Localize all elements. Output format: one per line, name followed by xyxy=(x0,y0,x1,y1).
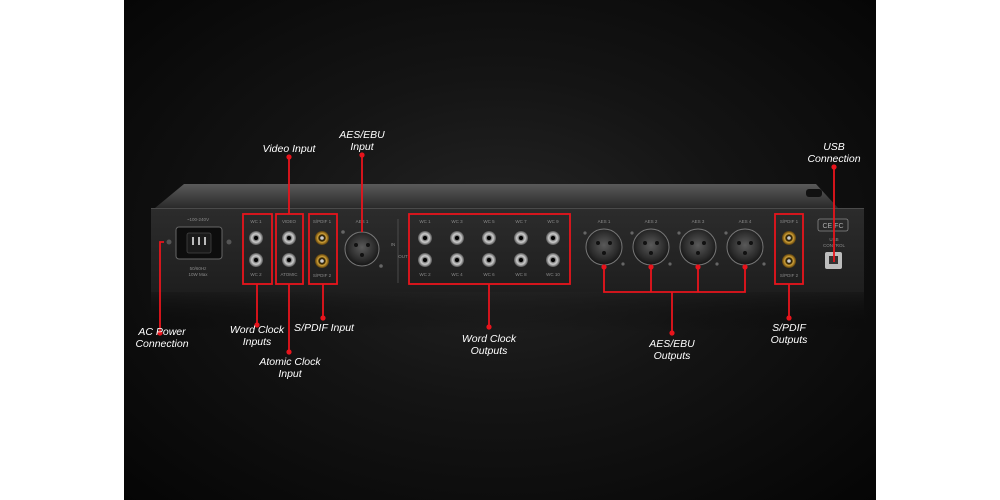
wc-out-bottom-text: WC 4 xyxy=(451,272,463,277)
callout-dots xyxy=(157,152,837,355)
spdif-input-connectors xyxy=(315,231,329,268)
power-spec-text: 50/60Hz xyxy=(190,266,208,271)
spdif-output-connectors xyxy=(782,231,796,268)
word-clock-output-connectors xyxy=(418,231,560,267)
wc-out-top-text: WC 3 xyxy=(451,219,463,224)
power-spec-text: 10W Max xyxy=(188,272,208,277)
aes-out-text: AES 3 xyxy=(692,219,705,224)
callout-lines xyxy=(159,155,835,352)
spdif-out-2-text: S/PDIF 2 xyxy=(780,273,799,278)
wc-out-top-text: WC 7 xyxy=(515,219,527,224)
video-input-callout: Video Input xyxy=(262,143,316,155)
out-tag-text: OUT xyxy=(398,254,408,259)
atomic-text: ATOMIC xyxy=(280,272,298,277)
power-voltage-text: ~100-240V xyxy=(187,217,209,222)
wc-out-top-text: WC 9 xyxy=(547,219,559,224)
aes-out-text: AES 4 xyxy=(739,219,752,224)
wc-in-2-text: WC 2 xyxy=(250,272,262,277)
wc-in-1-text: WC 1 xyxy=(250,219,262,224)
spdif-in-2-text: S/PDIF 2 xyxy=(313,273,332,278)
xlr-connector xyxy=(585,228,623,266)
word-clock-input-connectors xyxy=(249,231,296,267)
wc-out-top-text: WC 1 xyxy=(419,219,431,224)
xlr-connector xyxy=(679,228,717,266)
certification-marks: CE FC xyxy=(823,223,844,230)
rear-panel-illustration: ~100-240V 50/60Hz 10W Max WC 1 WC 2 VIDE… xyxy=(151,152,864,355)
product-image-stage: ~100-240V 50/60Hz 10W Max WC 1 WC 2 VIDE… xyxy=(124,0,876,500)
aes-input-connector xyxy=(341,219,399,283)
xlr-connector xyxy=(726,228,764,266)
spdif-out-1-text: S/PDIF 1 xyxy=(780,219,799,224)
aes-out-text: AES 1 xyxy=(598,219,611,224)
wc-out-bottom-text: WC 8 xyxy=(515,272,527,277)
spdif-in-1-text: S/PDIF 1 xyxy=(313,219,332,224)
spdif-input-callout: S/PDIF Input xyxy=(294,322,354,334)
wc-out-top-text: WC 5 xyxy=(483,219,495,224)
wc-out-bottom-text: WC 2 xyxy=(419,272,431,277)
aes-output-connectors xyxy=(583,228,766,266)
xlr-connector xyxy=(632,228,670,266)
ac-power-inlet xyxy=(166,226,232,260)
wc-out-bottom-text: WC 6 xyxy=(483,272,495,277)
video-text: VIDEO xyxy=(282,219,297,224)
in-tag-text: IN xyxy=(391,242,396,247)
wc-out-bottom-text: WC 10 xyxy=(546,272,560,277)
aes-out-text: AES 2 xyxy=(645,219,658,224)
